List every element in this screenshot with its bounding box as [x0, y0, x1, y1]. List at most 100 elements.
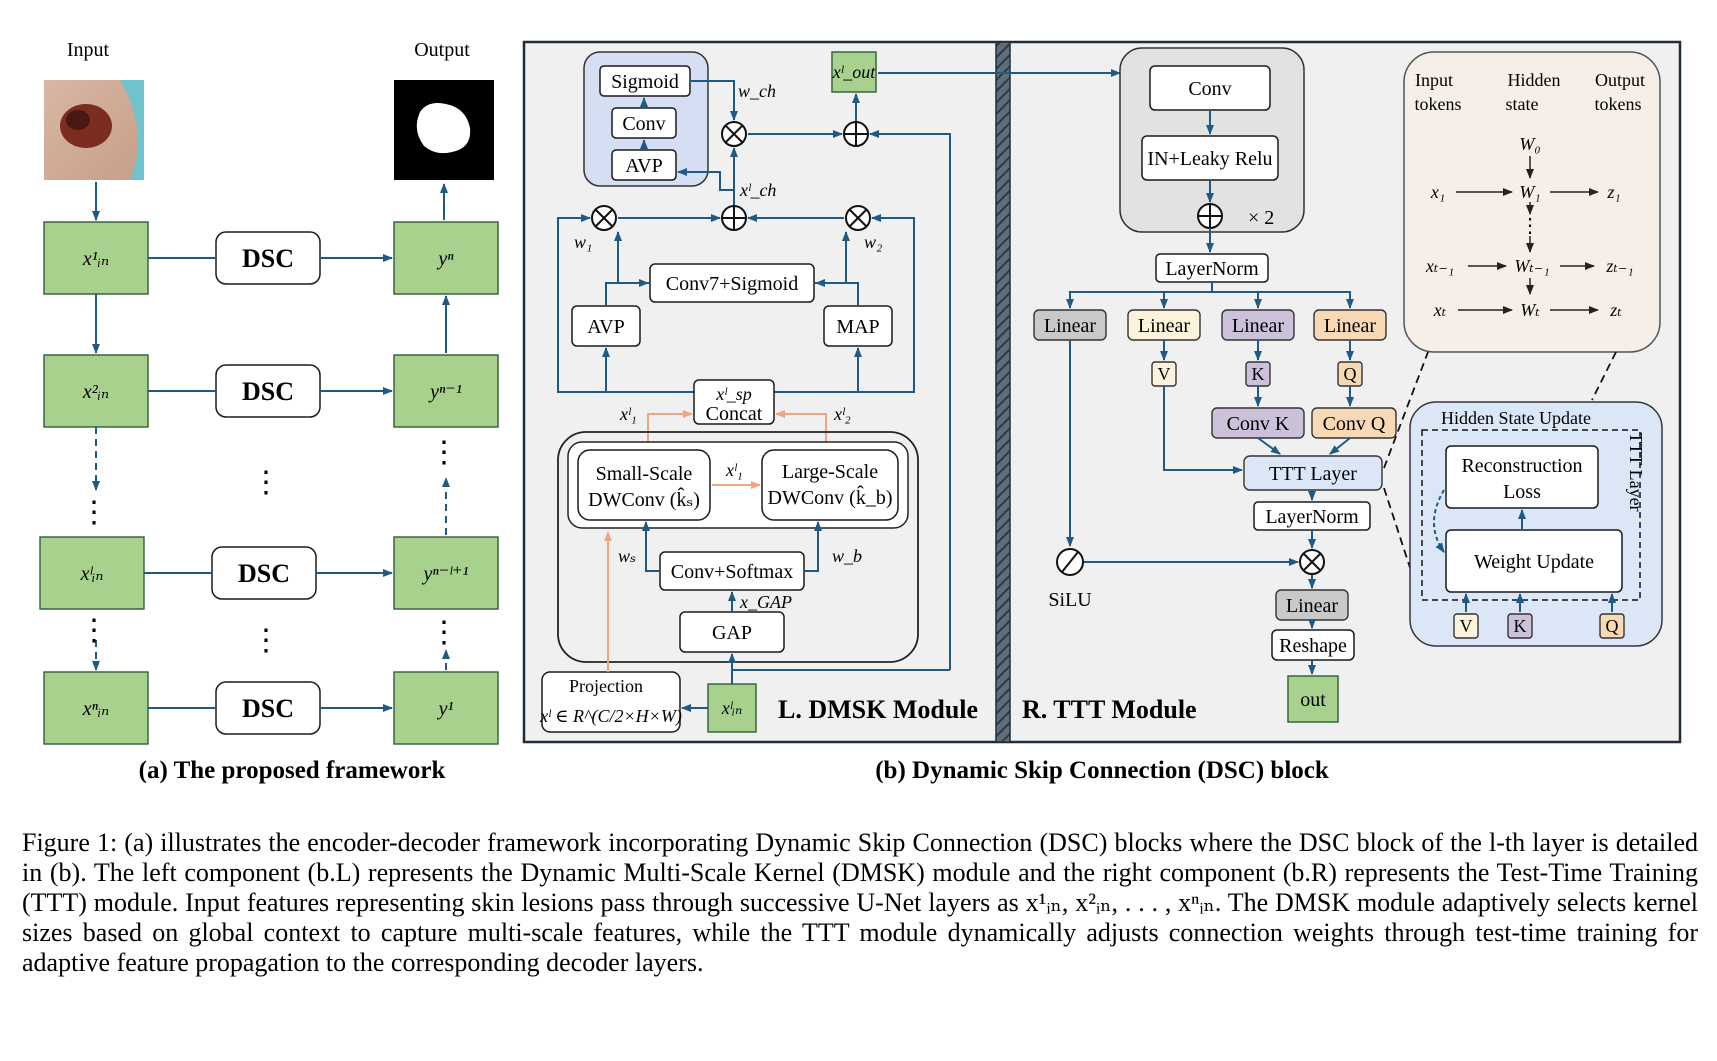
w2-label: w₂ [864, 232, 882, 252]
hidden-state-label-2: state [1506, 94, 1539, 114]
panel-a-caption: (a) The proposed framework [139, 757, 446, 784]
hsu-q-token [1599, 613, 1625, 639]
map-label: MAP [836, 316, 879, 338]
conv7-sigmoid-label: Conv7+Sigmoid [666, 273, 798, 295]
x1-label: xˡ₁ [619, 404, 637, 424]
hidden-state-label-1: Hidden [1508, 70, 1561, 90]
output-label: Output [414, 39, 470, 61]
token-zt1: zₜ₋₁ [1605, 256, 1633, 276]
in-leaky-label: IN+Leaky Relu [1147, 148, 1272, 170]
reconstruction-loss-box [1445, 445, 1599, 509]
ttt-layer-vertical-label: TTT Layer [1626, 432, 1646, 511]
conv-q-label: Conv Q [1323, 413, 1386, 435]
output-mask-image [394, 80, 494, 180]
dots-encoder-2: ⋮ [79, 614, 109, 647]
out-box [1287, 675, 1339, 723]
hsu-k-label: K [1514, 616, 1527, 636]
ws-label: wₛ [618, 546, 636, 566]
hsu-v-label: V [1460, 616, 1473, 636]
projection-label: Projection [569, 676, 643, 696]
concat-label: Concat [706, 403, 763, 425]
dsc-label-n: DSC [242, 694, 294, 723]
projection-box [541, 671, 681, 733]
w-ch-label: w_ch [738, 81, 776, 101]
v-label: V [1158, 364, 1171, 384]
encoder-label-2: x²ᵢₙ [82, 381, 109, 403]
panel-b: Sigmoid Conv AVP xˡ_out w_ch xˡ_ch [522, 40, 1682, 784]
weight-update-box [1445, 529, 1623, 593]
x2-label: xˡ₂ [833, 404, 851, 424]
sigmoid-label: Sigmoid [611, 71, 679, 93]
x-sp-label: xˡ_sp [715, 384, 751, 404]
small-scale-label-1: Small-Scale [596, 463, 693, 485]
state-wt: Wₜ [1520, 300, 1540, 320]
decoder-label-n: y¹ [437, 698, 454, 720]
encoder-label-l: xˡᵢₙ [80, 563, 104, 585]
w0-label: W₀ [1519, 134, 1540, 154]
output-tokens-label-2: tokens [1595, 94, 1642, 114]
reconstruction-label-1: Reconstruction [1461, 455, 1582, 477]
layernorm-label: LayerNorm [1165, 258, 1259, 280]
large-scale-dwconv-box [761, 449, 899, 521]
conv-k-label: Conv K [1227, 413, 1290, 435]
layernorm2-label: LayerNorm [1265, 506, 1359, 528]
q-label: Q [1344, 364, 1357, 384]
gap-label: GAP [712, 622, 752, 644]
dsc-label-2: DSC [242, 377, 294, 406]
x-out-label: xˡ_out [832, 62, 876, 82]
decoder-block-l [393, 536, 499, 610]
input-label: Input [67, 39, 110, 61]
large-scale-label-1: Large-Scale [782, 461, 878, 483]
input-tokens-label-2: tokens [1415, 94, 1462, 114]
dsc-label-l: DSC [238, 559, 290, 588]
weight-update-label: Weight Update [1474, 551, 1594, 573]
out-label: out [1300, 689, 1326, 711]
dsc-label-1: DSC [242, 244, 294, 273]
x-in-box [707, 683, 757, 733]
output-tokens-label-1: Output [1595, 70, 1645, 90]
framework-figure: Input Output x¹ᵢₙ x²ᵢₙ xˡᵢₙ xⁿᵢₙ yⁿ yⁿ⁻¹ [39, 39, 1682, 784]
decoder-label-l: yⁿ⁻ˡ⁺¹ [421, 563, 468, 585]
silu-label: SiLU [1048, 589, 1092, 611]
dmsk-title: L. DMSK Module [778, 695, 978, 724]
decoder-label-2: yⁿ⁻¹ [428, 381, 462, 403]
encoder-block-n [43, 671, 149, 745]
conv-q-box [1311, 407, 1397, 439]
token-x1: x₁ [1430, 182, 1445, 202]
hsu-q-label: Q [1606, 616, 1619, 636]
decoder-block-2 [393, 354, 499, 428]
avp-label-top: AVP [625, 155, 662, 177]
dmsk-module: Sigmoid Conv AVP xˡ_out w_ch xˡ_ch [539, 51, 978, 733]
input-tokens-label-1: Input [1415, 70, 1453, 90]
reconstruction-label-2: Loss [1503, 481, 1541, 503]
avp-label: AVP [587, 316, 624, 338]
linear-v-label: Linear [1138, 315, 1191, 337]
x-out-box [831, 51, 877, 93]
ttt-conv-label: Conv [1188, 78, 1231, 100]
encoder-label-1: x¹ᵢₙ [82, 248, 109, 270]
linear-k-label: Linear [1232, 315, 1285, 337]
k-label: K [1252, 364, 1265, 384]
dots-dsc-1: ⋮ [251, 466, 281, 499]
small-scale-dwconv-box [577, 449, 711, 521]
figure-caption: Figure 1: (a) illustrates the encoder-de… [22, 828, 1698, 977]
x-in-label: xˡᵢₙ [721, 698, 743, 718]
encoder-label-n: xⁿᵢₙ [82, 698, 109, 720]
token-xt: xₜ [1433, 300, 1447, 320]
conv-softmax-label: Conv+Softmax [671, 561, 793, 583]
concat-box [693, 379, 775, 425]
linear-out-label: Linear [1286, 595, 1339, 617]
module-divider [995, 41, 1011, 743]
x-ch-label: xˡ_ch [739, 180, 776, 200]
w1-label: w₁ [574, 232, 592, 252]
dots-decoder-2: ⋮ [429, 616, 459, 649]
conv-label: Conv [622, 113, 665, 135]
dots-encoder-1: ⋮ [79, 496, 109, 529]
state-w1: W₁ [1519, 182, 1540, 202]
token-xt1: xₜ₋₁ [1425, 256, 1454, 276]
linear-q-label: Linear [1324, 315, 1377, 337]
input-skin-image [44, 80, 144, 180]
hsu-k-token [1507, 613, 1533, 639]
decoder-label-1: yⁿ [436, 248, 454, 270]
linear-silu-label: Linear [1044, 315, 1097, 337]
